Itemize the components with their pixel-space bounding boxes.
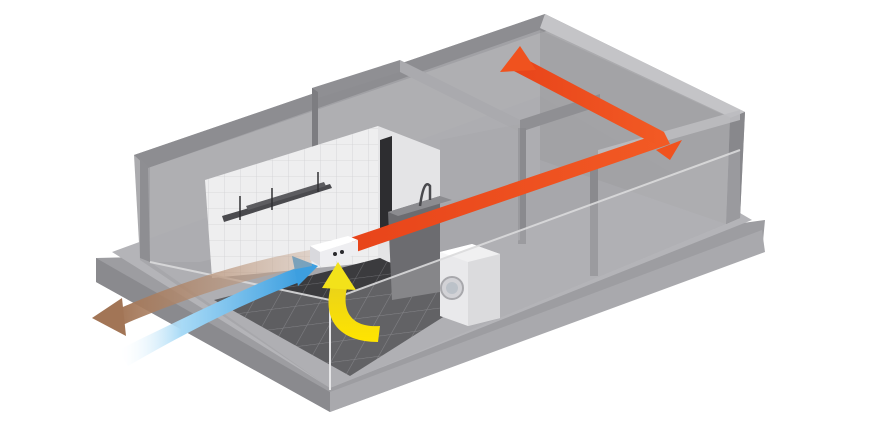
ventilation-unit-icon <box>310 236 358 266</box>
return-air-arrow <box>322 262 380 342</box>
washing-machine-icon <box>440 244 500 326</box>
exhaust-air-arrow <box>92 250 312 336</box>
warm-exhaust-arrow <box>350 46 682 252</box>
kitchen-tap-icon <box>418 183 432 207</box>
kitchen-shelf-icon <box>222 172 332 222</box>
